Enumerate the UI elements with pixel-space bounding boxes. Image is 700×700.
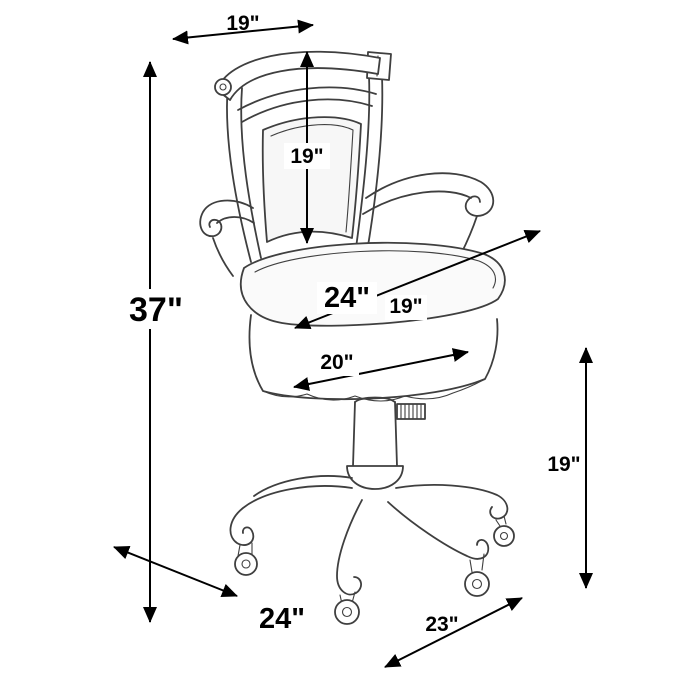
caster-front-left-wheel: [334, 599, 360, 625]
dim-line-top-width: [172, 19, 314, 45]
label-overall-width: 24": [324, 282, 370, 314]
caster-front-left-hub: [341, 606, 353, 618]
chair-height-adjuster: [396, 403, 426, 420]
halo-overall-width: [317, 282, 377, 314]
chair-leg-front-left: [336, 499, 363, 596]
halo-seat-width: [315, 351, 359, 376]
label-overall-height: 37": [129, 291, 183, 329]
chair-back-left-post: [226, 81, 252, 263]
chair-pedestal-column-left: [352, 401, 356, 467]
chair-height-adjuster-ribs: [400, 403, 422, 420]
chair-leg-right: [395, 484, 509, 520]
caster-left-wheel: [234, 552, 258, 576]
chair-seat-skirt: [248, 314, 499, 401]
dim-line-base-width: [113, 546, 238, 597]
caster-right-fork: [495, 515, 507, 527]
label-floor-to-seat: 19": [547, 453, 580, 476]
caster-front-right-fork: [469, 553, 485, 573]
label-base-depth: 23": [425, 613, 458, 636]
dim-line-seat-width: [293, 348, 469, 391]
chair-leg-front-right: [387, 501, 490, 560]
halo-floor-to-seat: [544, 452, 584, 478]
chair-crest-scroll: [214, 78, 232, 96]
chair-left-arm: [199, 199, 254, 237]
halo-overall-height: [125, 289, 187, 329]
chair-leg-left-top: [253, 475, 353, 497]
caster-right-hub: [499, 531, 509, 541]
chair-right-arm-underside: [362, 190, 472, 215]
chair-pedestal-collar: [346, 465, 404, 490]
dim-line-base-depth: [384, 597, 523, 668]
chair-left-arm-support: [212, 237, 234, 277]
label-halos: [125, 143, 584, 478]
label-seat-width: 20": [320, 351, 353, 374]
dimension-labels: 19" 19" 37" 24" 19" 20" 19" 24" 23": [129, 12, 581, 636]
chair-back-right-post: [355, 75, 371, 249]
label-seat-depth: 19": [389, 295, 422, 318]
halo-seat-depth: [385, 295, 427, 320]
chair-right-arm: [365, 172, 495, 217]
chair-seat-skirt-scallops: [262, 378, 486, 402]
chair-crest-scroll-center: [219, 83, 227, 91]
chair-leg-left: [229, 485, 353, 546]
label-back-height: 19": [290, 145, 323, 168]
caster-front-right-hub: [471, 578, 483, 590]
label-top-width: 19": [226, 12, 259, 35]
halo-back-height: [284, 143, 330, 169]
caster-right-wheel: [493, 525, 515, 547]
chair-left-arm-underside: [216, 216, 255, 224]
chair-crest-rail: [216, 50, 381, 101]
chair-pedestal-top: [354, 396, 396, 403]
chair-illustration: [199, 50, 515, 625]
caster-left-hub: [241, 559, 251, 569]
caster-front-right-wheel: [464, 571, 490, 597]
chair-pedestal-column-right: [394, 401, 398, 467]
label-base-width: 24": [259, 603, 305, 635]
